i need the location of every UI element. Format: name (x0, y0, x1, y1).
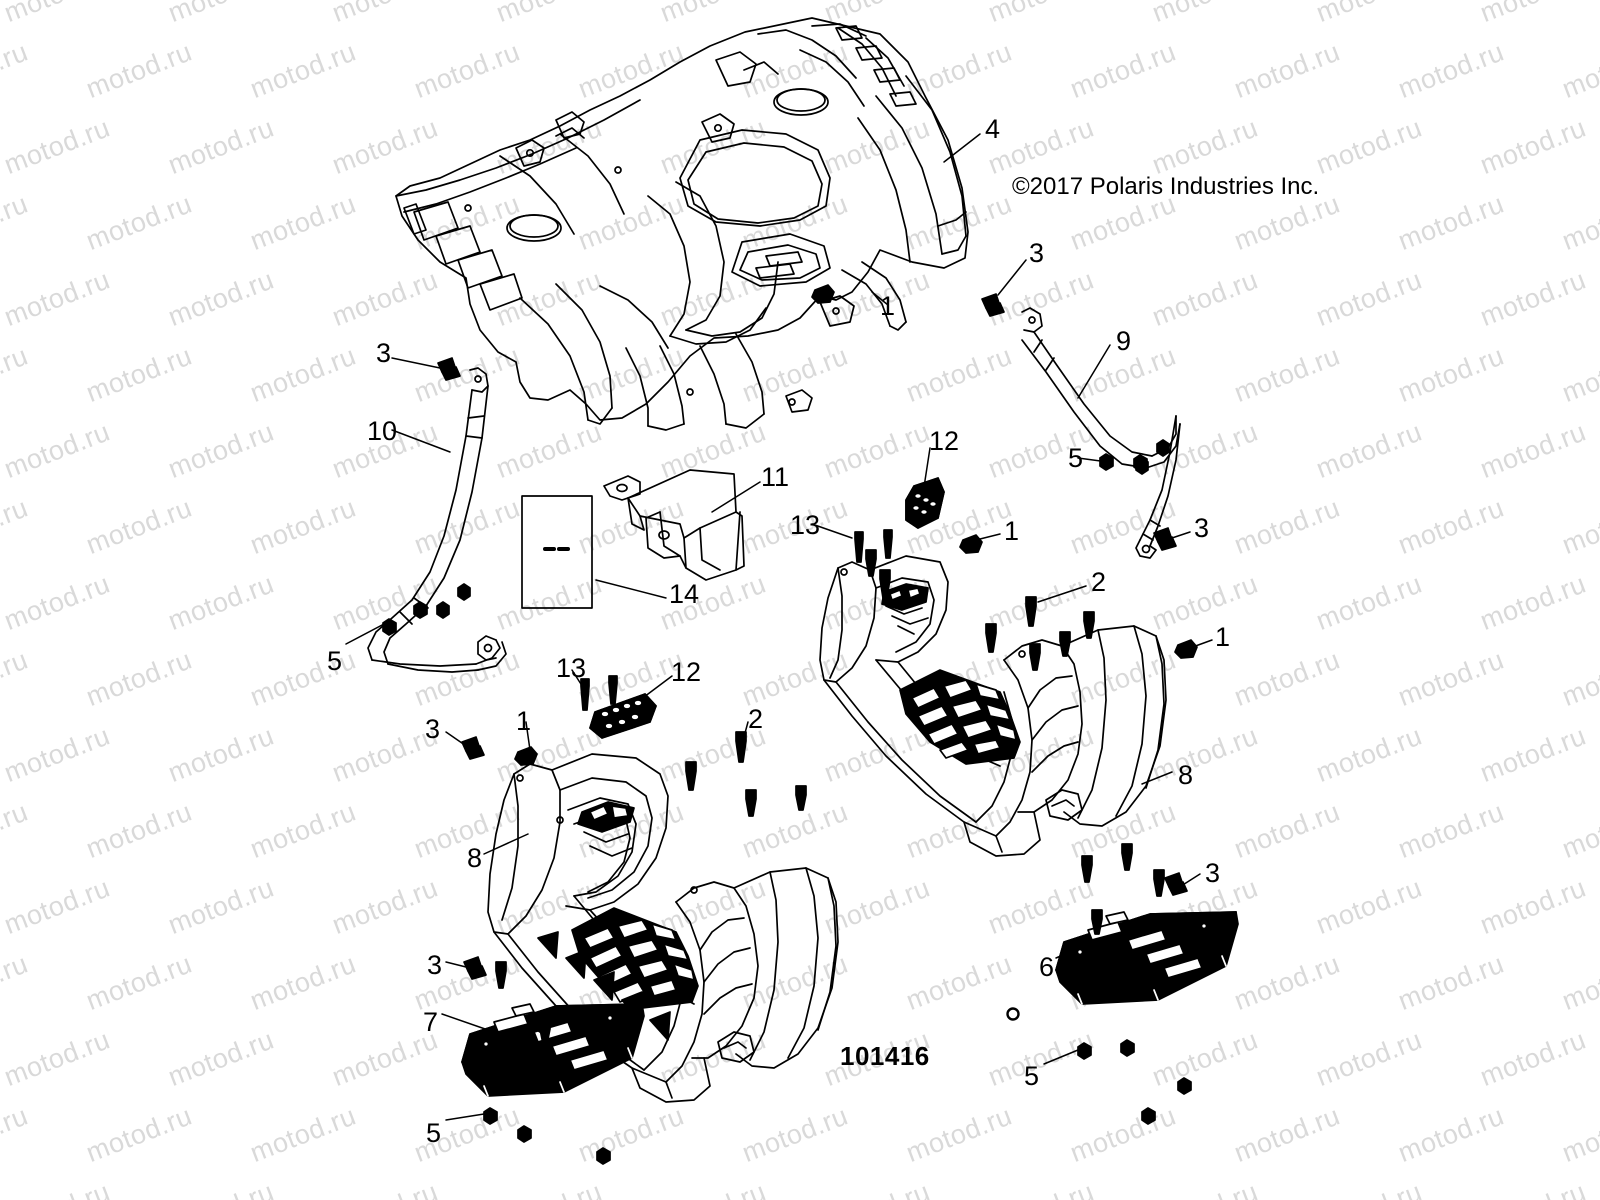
callout-3[interactable]: 3 (427, 950, 443, 980)
fastener-nut (382, 453, 1192, 1165)
fastener-screw-vertical (495, 529, 1165, 1045)
part-left-grab-bar (367, 367, 507, 673)
callout-6[interactable]: 6 (1039, 952, 1055, 982)
part-heel-guard-left (589, 693, 657, 739)
part-left-footwell (487, 753, 839, 1103)
callout-12[interactable]: 12 (929, 426, 960, 456)
part-heel-guard-right (905, 477, 945, 529)
callout-5[interactable]: 5 (327, 646, 343, 676)
callout-8[interactable]: 8 (1178, 760, 1194, 790)
part-right-grab-bar (1021, 307, 1181, 559)
callout-1[interactable]: 1 (1215, 622, 1231, 652)
callout-3[interactable]: 3 (376, 338, 392, 368)
callout-12[interactable]: 12 (671, 657, 702, 687)
part-decal (521, 495, 593, 609)
callout-1[interactable]: 1 (1004, 516, 1020, 546)
callout-2[interactable]: 2 (1091, 567, 1107, 597)
callout-4[interactable]: 4 (985, 114, 1001, 144)
callout-5[interactable]: 5 (1068, 443, 1084, 473)
callout-3[interactable]: 3 (1194, 513, 1210, 543)
part-right-footwell (819, 555, 1167, 857)
callout-3[interactable]: 3 (1205, 858, 1221, 888)
part-right-footrest (1055, 911, 1239, 1005)
callout-1[interactable]: 1 (880, 291, 896, 321)
callout-14[interactable]: 14 (669, 579, 700, 609)
fastener-push-rivet (514, 284, 1198, 766)
part-rear-cab-body (395, 17, 969, 431)
callout-3[interactable]: 3 (425, 714, 441, 744)
callout-9[interactable]: 9 (1116, 326, 1132, 356)
callout-7[interactable]: 7 (423, 1007, 439, 1037)
callout-3[interactable]: 3 (1029, 238, 1045, 268)
callout-11[interactable]: 11 (761, 462, 790, 492)
callout-8[interactable]: 8 (467, 843, 483, 873)
callout-13[interactable]: 13 (790, 510, 821, 540)
leader-lines (345, 133, 1213, 1121)
part-bracket (603, 469, 745, 581)
fastener-screw-3 (437, 293, 1188, 980)
part-left-footrest (461, 1003, 645, 1097)
callout-13[interactable]: 13 (556, 653, 587, 683)
callout-10[interactable]: 10 (367, 416, 398, 446)
callout-5[interactable]: 5 (426, 1118, 442, 1148)
callout-1[interactable]: 1 (516, 706, 532, 736)
callout-5[interactable]: 5 (1024, 1061, 1040, 1091)
callout-2[interactable]: 2 (748, 704, 764, 734)
